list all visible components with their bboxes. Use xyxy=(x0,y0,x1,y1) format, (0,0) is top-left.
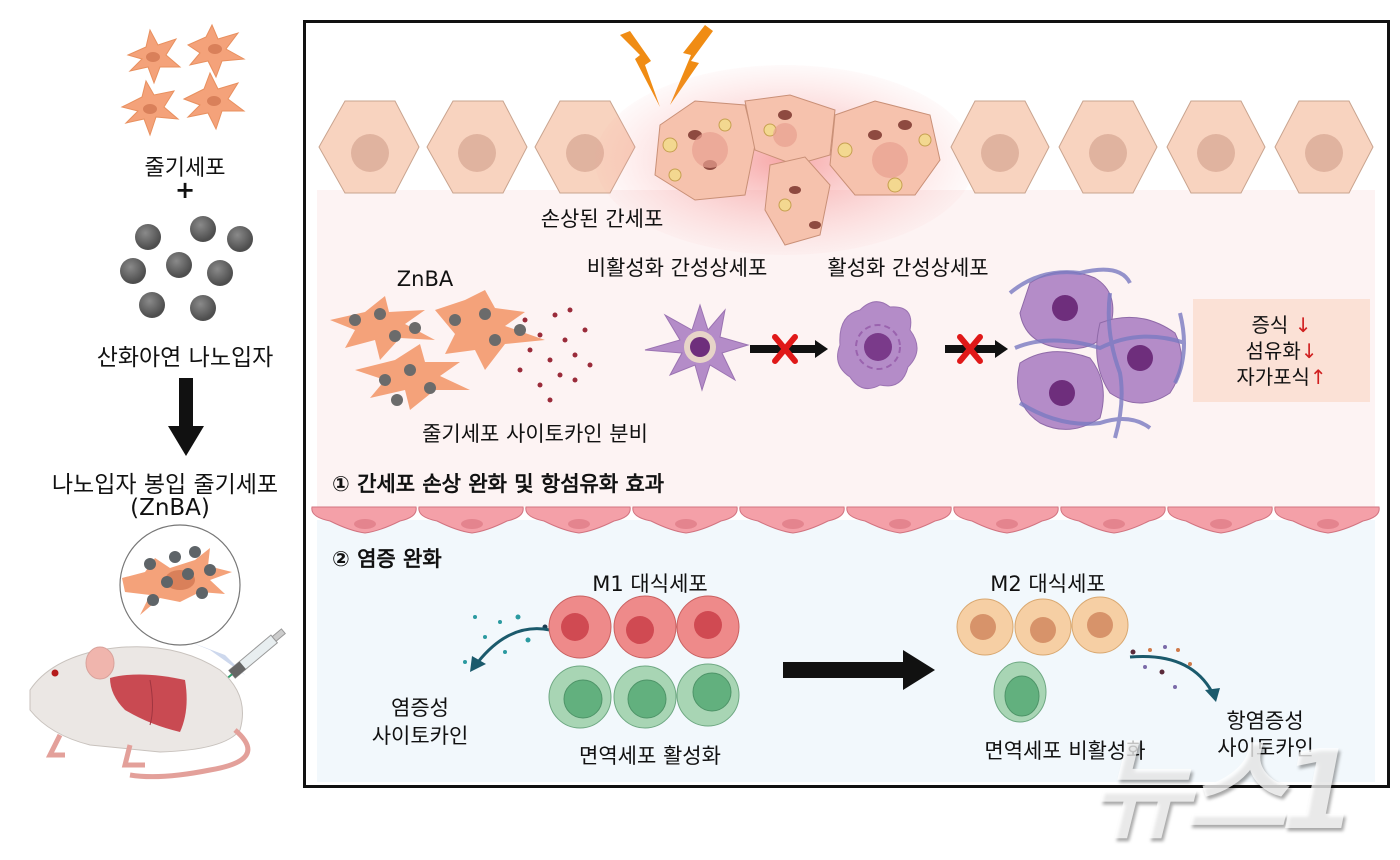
effect-row: 증식 ↓ xyxy=(1251,312,1312,337)
effect-row: 섬유화↓ xyxy=(1245,338,1318,363)
section2-background xyxy=(317,520,1375,782)
damaged-hepatocyte-label: 손상된 간세포 xyxy=(540,207,664,231)
active-hsc-label: 활성화 간성상세포 xyxy=(827,256,989,280)
hsc-transition-illustration xyxy=(644,301,1008,392)
section1-title: ① 간세포 손상 완화 및 항섬유화 효과 xyxy=(332,472,665,496)
znba-label-line2: (ZnBA) xyxy=(130,495,210,521)
red-x-icon xyxy=(772,334,798,364)
proinflammatory-cytokine-dots xyxy=(463,614,548,664)
proinflammatory-cytokine-line2: 사이토카인 xyxy=(371,724,469,748)
down-arrow-icon xyxy=(168,378,204,456)
znba-cells-illustration xyxy=(330,290,593,410)
znba-label-line1: 나노입자 봉입 줄기세포 xyxy=(51,472,279,498)
antiinflammatory-cytokine-dots xyxy=(1130,645,1192,689)
m1-immune-illustration xyxy=(463,595,740,729)
stem-cell-label: 줄기세포 xyxy=(144,156,226,181)
antiinflammatory-cytokine-line2: 사이토카인 xyxy=(1217,736,1314,760)
m2-immune-illustration xyxy=(956,596,1220,723)
m2-macrophage-label: M2 대식세포 xyxy=(990,572,1106,596)
antiinflammatory-cytokine-line1: 항염증성 xyxy=(1226,709,1304,733)
nanoparticle-label: 산화아연 나노입자 xyxy=(96,345,274,371)
nanoparticles-illustration xyxy=(120,216,253,321)
immune-inactivation-label: 면역세포 비활성화 xyxy=(984,739,1146,763)
right-arrow-icon xyxy=(783,650,935,690)
down-arrow-icon: ↓ xyxy=(1294,312,1312,337)
endothelial-cell-row xyxy=(311,506,1380,534)
news-watermark: 뉴스1 xyxy=(1090,726,1357,854)
plus-sign: + xyxy=(174,176,196,204)
inactive-hsc-label: 비활성화 간성상세포 xyxy=(586,256,768,280)
immune-activation-label: 면역세포 활성화 xyxy=(579,744,721,768)
proinflammatory-cytokine-line1: 염증성 xyxy=(391,696,449,720)
mouse-injection-illustration xyxy=(29,524,286,780)
section2-title: ② 염증 완화 xyxy=(332,547,442,571)
up-arrow-icon: ↑ xyxy=(1309,364,1327,389)
hepatocyte-row xyxy=(318,65,1374,255)
cytokine-secretion-label: 줄기세포 사이토카인 분비 xyxy=(422,422,648,446)
effect-row: 자가포식↑ xyxy=(1236,364,1327,389)
fibrotic-hsc-cluster xyxy=(1008,267,1186,439)
down-arrow-icon: ↓ xyxy=(1300,338,1318,363)
effects-box: 증식 ↓ 섬유화↓ 자가포식↑ xyxy=(1193,299,1370,402)
znba-label: ZnBA xyxy=(396,267,454,291)
m1-macrophage-label: M1 대식세포 xyxy=(592,572,708,596)
cytokine-dots xyxy=(517,307,593,403)
red-x-icon xyxy=(957,334,983,364)
stem-cells-illustration xyxy=(120,23,246,137)
